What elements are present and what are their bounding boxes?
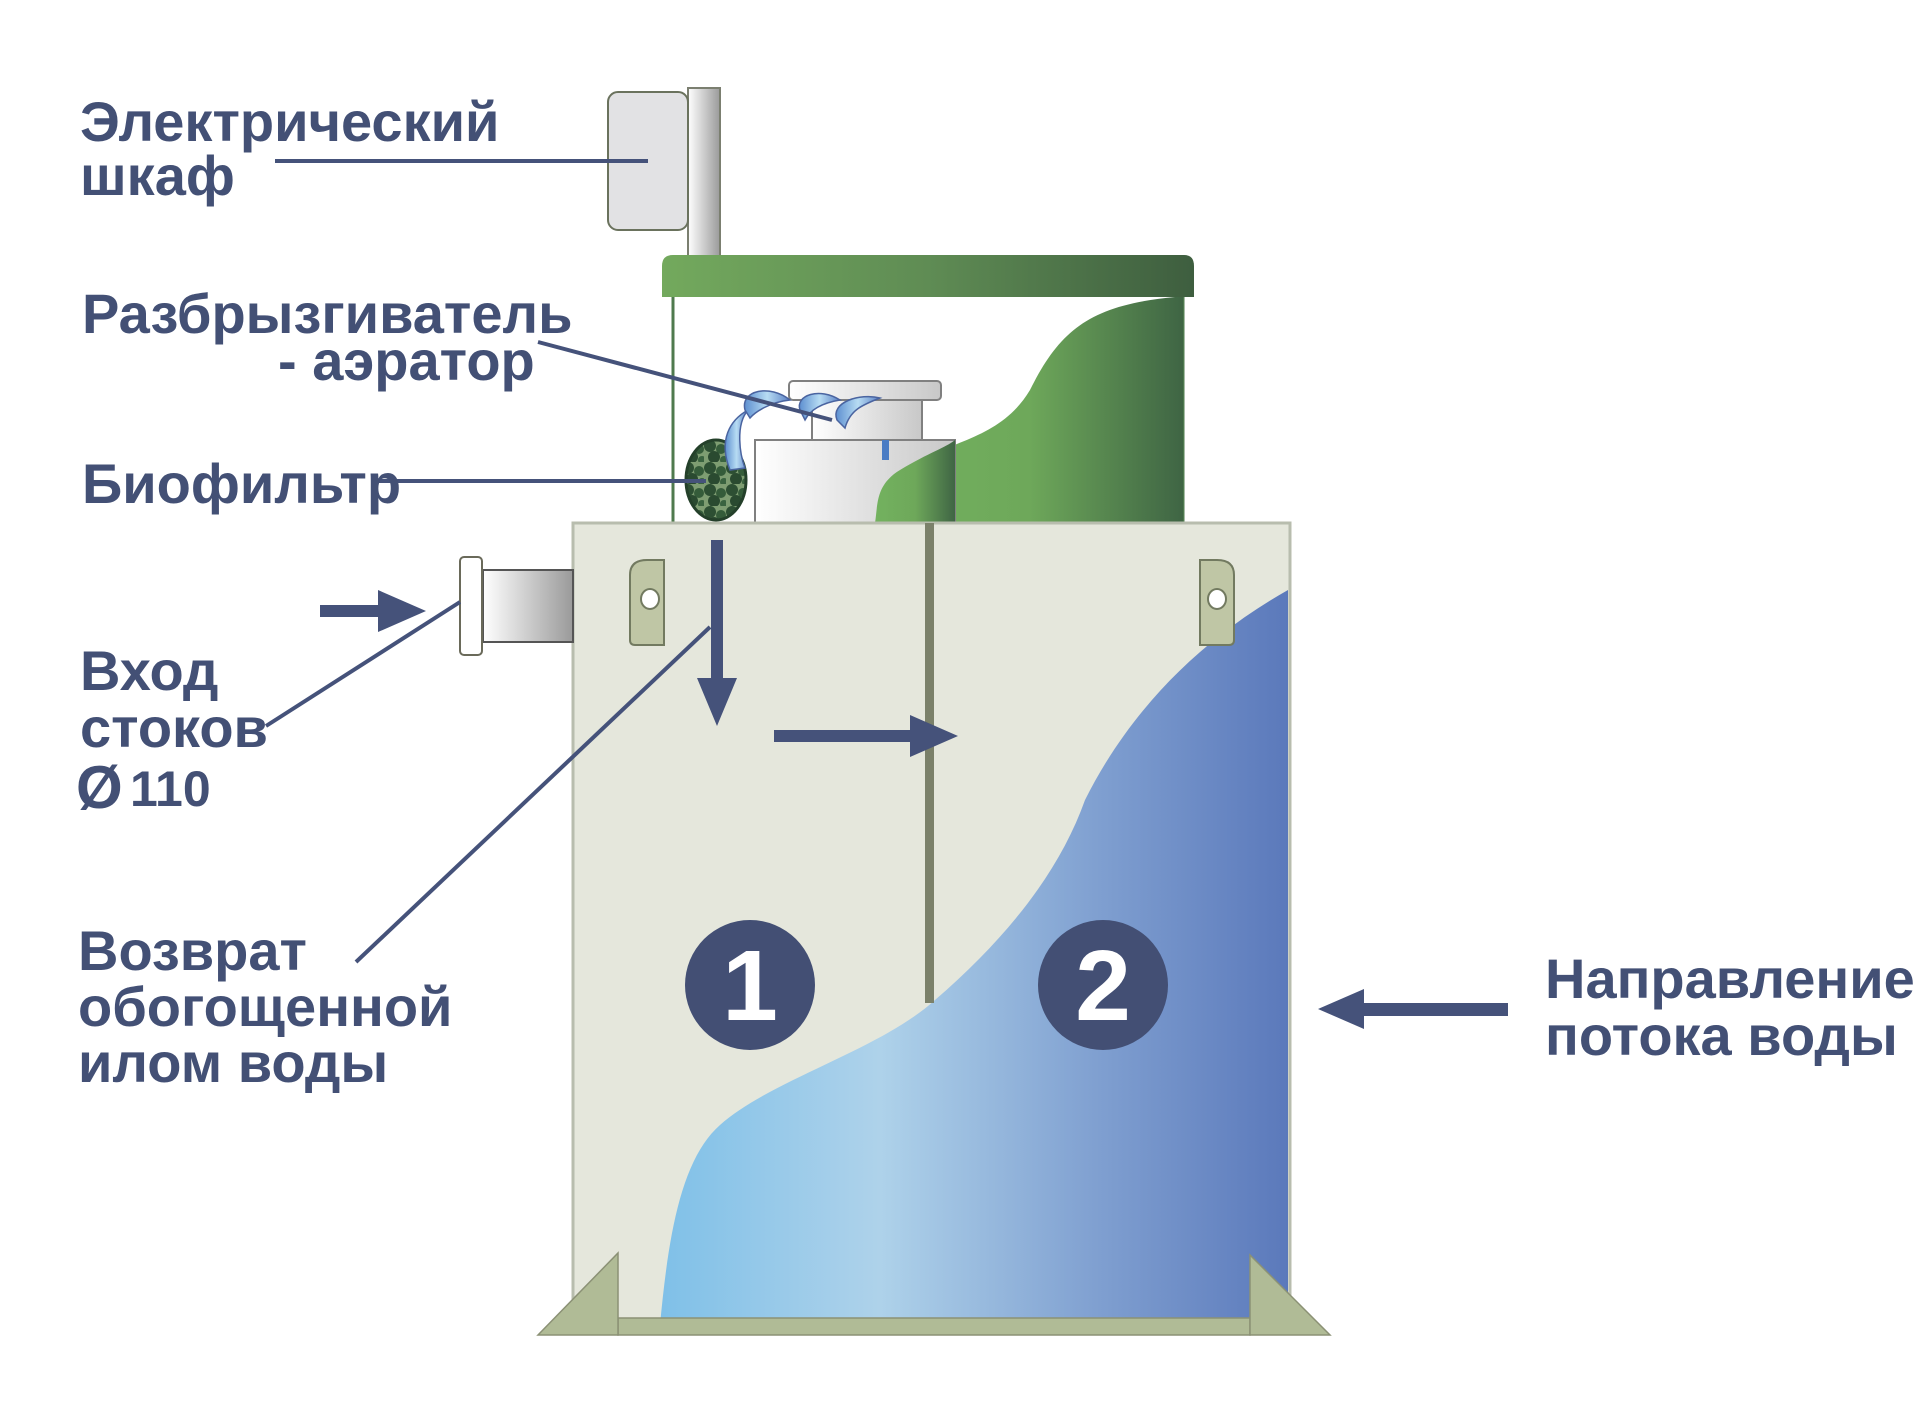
transfer-arrow-icon bbox=[774, 715, 958, 757]
label-inlet: Вход стоков Ø 110 bbox=[76, 639, 268, 821]
chamber-badge-2: 2 bbox=[1038, 920, 1168, 1050]
svg-text:110: 110 bbox=[130, 761, 211, 817]
svg-text:Биофильтр: Биофильтр bbox=[82, 452, 401, 515]
diameter-icon: Ø bbox=[76, 754, 123, 821]
inlet-pipe bbox=[482, 569, 574, 643]
svg-text:стоков: стоков bbox=[80, 696, 268, 759]
lifting-lug-right bbox=[1199, 559, 1235, 646]
svg-text:обогощенной: обогощенной bbox=[78, 975, 452, 1038]
lifting-lug-left bbox=[629, 559, 665, 646]
cabinet-pole bbox=[687, 87, 721, 259]
lid bbox=[662, 255, 1194, 297]
label-flow-direction: Направление потока воды bbox=[1545, 947, 1915, 1067]
inlet-flange bbox=[459, 556, 483, 656]
svg-text:шкаф: шкаф bbox=[80, 144, 235, 207]
svg-text:Электрический: Электрический bbox=[80, 90, 499, 153]
label-return-water: Возврат обогощенной илом воды bbox=[78, 919, 452, 1094]
svg-text:Разбрызгиватель: Разбрызгиватель bbox=[82, 282, 573, 345]
sprinkler-leader bbox=[537, 340, 833, 422]
arrows bbox=[320, 540, 1508, 1029]
water bbox=[660, 590, 1288, 1325]
chamber-number-2: 2 bbox=[1075, 930, 1131, 1042]
svg-text:Возврат: Возврат bbox=[78, 919, 307, 982]
down-arrow-icon bbox=[697, 540, 737, 726]
return-leader bbox=[354, 625, 712, 964]
label-sprinkler-aerator: Разбрызгиватель - аэратор bbox=[82, 282, 573, 392]
flow-direction-arrow-icon bbox=[1318, 989, 1508, 1029]
inlet-arrow-icon bbox=[320, 590, 426, 632]
svg-text:Вход: Вход bbox=[80, 639, 218, 702]
partition-wall bbox=[925, 523, 934, 1003]
chamber-number-1: 1 bbox=[722, 930, 778, 1042]
svg-text:потока воды: потока воды bbox=[1545, 1004, 1898, 1067]
chamber-badge-1: 1 bbox=[685, 920, 815, 1050]
svg-text:Направление: Направление bbox=[1545, 947, 1915, 1010]
svg-text:илом воды: илом воды bbox=[78, 1031, 388, 1094]
tank-base bbox=[536, 1251, 1332, 1336]
label-biofilter: Биофильтр bbox=[82, 452, 401, 515]
inlet-leader bbox=[264, 600, 462, 728]
svg-text:- аэратор: - аэратор bbox=[278, 329, 535, 392]
label-electric-cabinet: Электрический шкаф bbox=[80, 90, 499, 207]
leader-lines bbox=[264, 159, 833, 964]
air-tube bbox=[882, 440, 889, 460]
